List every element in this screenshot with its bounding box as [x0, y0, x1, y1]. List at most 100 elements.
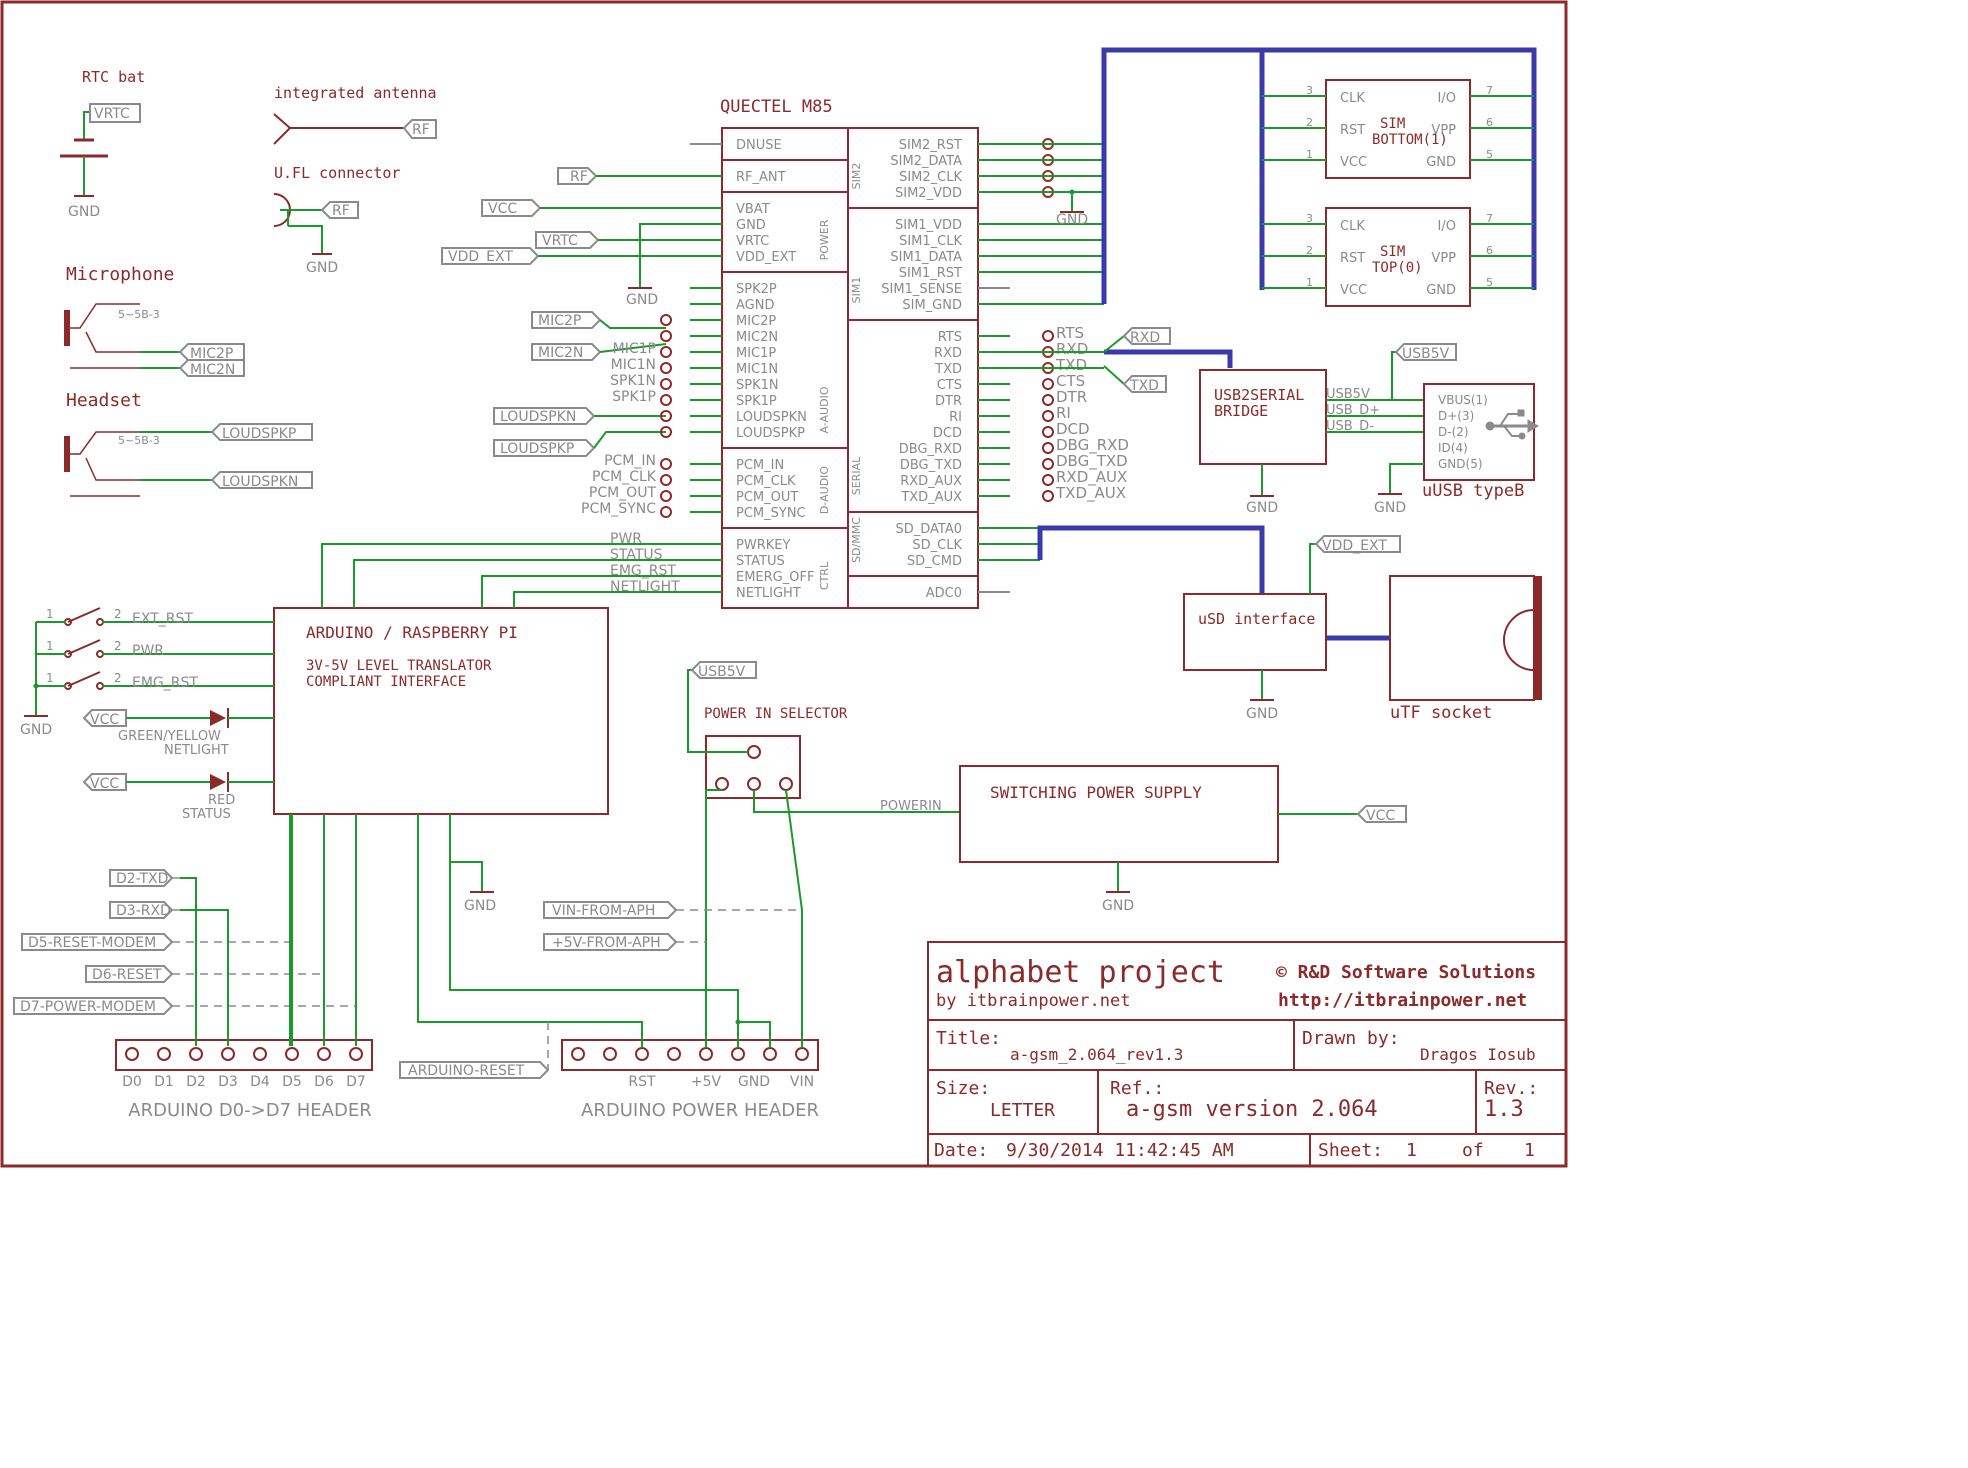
label: D6-RESET: [92, 967, 162, 983]
pin-rxd: RXD: [934, 346, 962, 361]
label: PCM_OUT: [589, 485, 657, 501]
label: DCD: [1056, 420, 1090, 438]
net-label: D6-RESET: [85, 965, 174, 983]
svg-text:D-(2): D-(2): [1438, 425, 1469, 439]
label: SIM: [1380, 116, 1405, 132]
svg-text:5~5B-3: 5~5B-3: [118, 434, 160, 447]
pin-spk1p: SPK1P: [736, 394, 777, 409]
pin-rxd_aux: RXD_AUX: [900, 474, 962, 489]
label: VDD_EXT: [448, 249, 513, 265]
svg-text:USB_D-: USB_D-: [1326, 419, 1374, 434]
pin-pcm_clk: PCM_CLK: [736, 474, 796, 489]
svg-text:RTC bat: RTC bat: [82, 68, 145, 86]
net-label: ARDUINO-RESET: [399, 1061, 550, 1079]
label: RXD: [1056, 340, 1088, 358]
net-label: MIC2P: [531, 311, 602, 329]
label: TXD_AUX: [1055, 484, 1126, 503]
net-label: VRTC: [535, 231, 600, 249]
svg-text:integrated antenna: integrated antenna: [274, 84, 437, 102]
label: 7: [1486, 84, 1493, 97]
pin-vrtc: VRTC: [736, 234, 769, 249]
svg-text:D+(3): D+(3): [1438, 409, 1474, 423]
schematic-canvas: RTC bat VRTC GND integrated antenna RF U…: [0, 0, 1568, 1168]
svg-text:by itbrainpower.net: by itbrainpower.net: [936, 991, 1130, 1011]
label: EXT_RST: [132, 611, 193, 627]
pin-sd_cmd: SD_CMD: [907, 554, 962, 569]
label: ARDUINO POWER HEADER: [581, 1100, 819, 1121]
pin-mic2p: MIC2P: [736, 314, 776, 329]
pin-dnuse: DNUSE: [736, 138, 782, 153]
label: 2: [114, 671, 122, 685]
host-board: ARDUINO / RASPBERRY PI 3V-5V LEVEL TRANS…: [273, 607, 609, 815]
net-label: RF: [557, 167, 598, 185]
net-label: D7-POWER-MODEM: [13, 997, 174, 1015]
power-header: [561, 1039, 819, 1071]
pin-vdd_ext: VDD_EXT: [736, 250, 796, 265]
pin-sim1_data: SIM1_DATA: [890, 250, 962, 265]
svg-text:U.FL connector: U.FL connector: [274, 164, 400, 182]
svg-text:uUSB typeB: uUSB typeB: [1422, 481, 1524, 501]
svg-text:Date:: Date:: [934, 1140, 988, 1161]
label: GND: [626, 292, 658, 308]
label: GND: [1426, 283, 1456, 298]
label: CTS: [1056, 372, 1085, 390]
label: I/O: [1438, 219, 1456, 234]
sim-bus: [1101, 47, 1537, 304]
label: TXD: [1055, 356, 1087, 374]
pin-mic2n: MIC2N: [736, 330, 778, 345]
pin-sim2_vdd: SIM2_VDD: [895, 186, 962, 201]
svg-text:9/30/2014 11:42:45 AM: 9/30/2014 11:42:45 AM: [1006, 1140, 1234, 1161]
svg-text:USB5V: USB5V: [1402, 346, 1450, 362]
label: 2: [1306, 116, 1313, 129]
label: VPP: [1431, 123, 1456, 138]
pin-status: STATUS: [736, 554, 785, 569]
pin-adc0: ADC0: [926, 586, 962, 601]
svg-text:5~5B-3: 5~5B-3: [118, 308, 160, 321]
svg-text:QUECTEL M85: QUECTEL M85: [720, 97, 833, 117]
net-label: MIC2N: [531, 343, 602, 361]
modem-left-pins: DNUSERF_ANTVBATGNDVRTCVDD_EXTSPK2PAGNDMI…: [690, 138, 848, 601]
svg-text:NETLIGHT: NETLIGHT: [164, 743, 229, 758]
label: VCC: [1340, 283, 1367, 298]
pin-agnd: AGND: [736, 298, 774, 313]
label: D7-POWER-MODEM: [20, 999, 156, 1015]
label: 1: [1306, 276, 1313, 289]
svg-text:TXD: TXD: [1129, 378, 1159, 394]
svg-text:a-gsm version 2.064: a-gsm version 2.064: [1126, 1097, 1378, 1122]
svg-text:GND: GND: [1374, 500, 1406, 516]
sd-bus: [1037, 525, 1390, 641]
label: 6: [1486, 116, 1493, 129]
net-label: LOUDSPKP: [493, 439, 596, 457]
label: SPK1N: [610, 373, 656, 389]
label: SIM: [1380, 244, 1405, 260]
svg-text:Microphone: Microphone: [66, 264, 174, 285]
label: GND: [20, 722, 52, 738]
pin-mic1n: MIC1N: [736, 362, 778, 377]
label: VIN-FROM-APH: [552, 903, 655, 919]
label: +5V-FROM-APH: [552, 935, 661, 951]
svg-text:GND: GND: [1246, 500, 1278, 516]
label: 1: [46, 607, 54, 621]
status-leds: VCC GREEN/YELLOW NETLIGHT VCC RED STATUS: [82, 708, 274, 822]
pin-gnd: GND: [736, 218, 766, 233]
label: VPP: [1431, 251, 1456, 266]
label: D7: [346, 1074, 366, 1090]
svg-text:USB5V: USB5V: [698, 664, 746, 680]
section-label: POWER: [818, 219, 831, 260]
label: MIC1N: [611, 357, 656, 373]
label: D5-RESET-MODEM: [28, 935, 156, 951]
pin-pcm_in: PCM_IN: [736, 458, 784, 473]
svg-text:GREEN/YELLOW: GREEN/YELLOW: [118, 729, 221, 744]
svg-text:COMPLIANT INTERFACE: COMPLIANT INTERFACE: [306, 674, 466, 690]
svg-text:GND: GND: [1246, 706, 1278, 722]
pin-sd_clk: SD_CLK: [912, 538, 962, 553]
pin-sim1_vdd: SIM1_VDD: [895, 218, 962, 233]
section-label: SERIAL: [850, 456, 863, 495]
section-label: A-AUDIO: [818, 386, 831, 433]
pin-cts: CTS: [937, 378, 962, 393]
svg-text:USB2SERIAL: USB2SERIAL: [1214, 386, 1304, 404]
label: 7: [1486, 212, 1493, 225]
net-label: LOUDSPKN: [493, 407, 596, 425]
svg-text:Headset: Headset: [66, 390, 142, 411]
label: D3-RXD: [116, 903, 171, 919]
